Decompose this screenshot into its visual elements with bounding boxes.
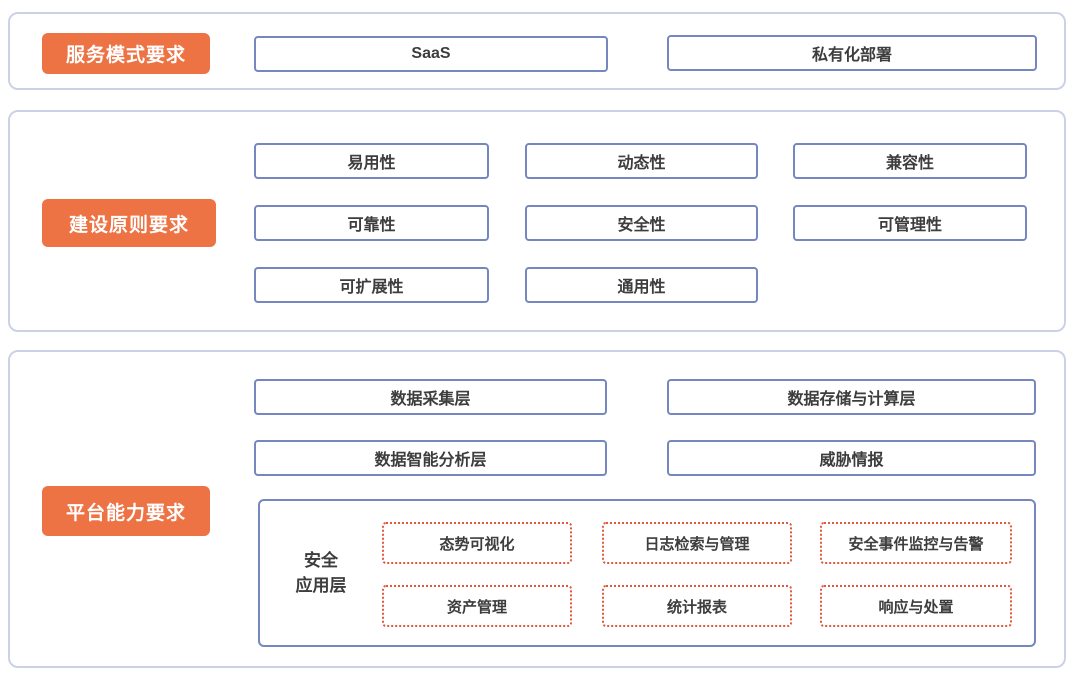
- box-compatibility: 兼容性: [793, 143, 1027, 179]
- box-data-storage-compute-layer: 数据存储与计算层: [667, 379, 1036, 415]
- box-private-deployment: 私有化部署: [667, 35, 1037, 71]
- security-app-layer-label-line2: 应用层: [295, 576, 347, 595]
- module-security-event-monitoring-alerting: 安全事件监控与告警: [820, 522, 1012, 564]
- security-app-layer-label-line1: 安全: [304, 550, 338, 570]
- box-generality: 通用性: [525, 267, 758, 303]
- badge-construction-principles: 建设原则要求: [42, 199, 216, 247]
- box-saas: SaaS: [254, 36, 608, 72]
- box-dynamism: 动态性: [525, 143, 758, 179]
- security-app-layer-label: 安全 应用层: [260, 501, 382, 645]
- box-threat-intel: 威胁情报: [667, 440, 1036, 476]
- section-construction-principles: 建设原则要求 易用性 动态性 兼容性 可靠性 安全性 可管理性 可扩展性 通用性: [8, 110, 1066, 332]
- box-data-collection-layer: 数据采集层: [254, 379, 607, 415]
- module-response-disposal: 响应与处置: [820, 585, 1012, 627]
- section-platform-capability: 平台能力要求 数据采集层 数据存储与计算层 数据智能分析层 威胁情报 安全 应用…: [8, 350, 1066, 668]
- module-asset-management: 资产管理: [382, 585, 572, 627]
- box-reliability: 可靠性: [254, 205, 489, 241]
- section-service-mode: 服务模式要求 SaaS 私有化部署: [8, 12, 1066, 90]
- module-situation-visualization: 态势可视化: [382, 522, 572, 564]
- box-scalability: 可扩展性: [254, 267, 489, 303]
- badge-platform-capability: 平台能力要求: [42, 486, 210, 536]
- box-usability: 易用性: [254, 143, 489, 179]
- badge-service-mode: 服务模式要求: [42, 33, 210, 74]
- module-statistical-reports: 统计报表: [602, 585, 792, 627]
- box-data-intelligent-analysis-layer: 数据智能分析层: [254, 440, 607, 476]
- security-app-layer-box: 安全 应用层 态势可视化 日志检索与管理 安全事件监控与告警 资产管理 统计报表…: [258, 499, 1036, 647]
- box-manageability: 可管理性: [793, 205, 1027, 241]
- box-security: 安全性: [525, 205, 758, 241]
- module-log-search-management: 日志检索与管理: [602, 522, 792, 564]
